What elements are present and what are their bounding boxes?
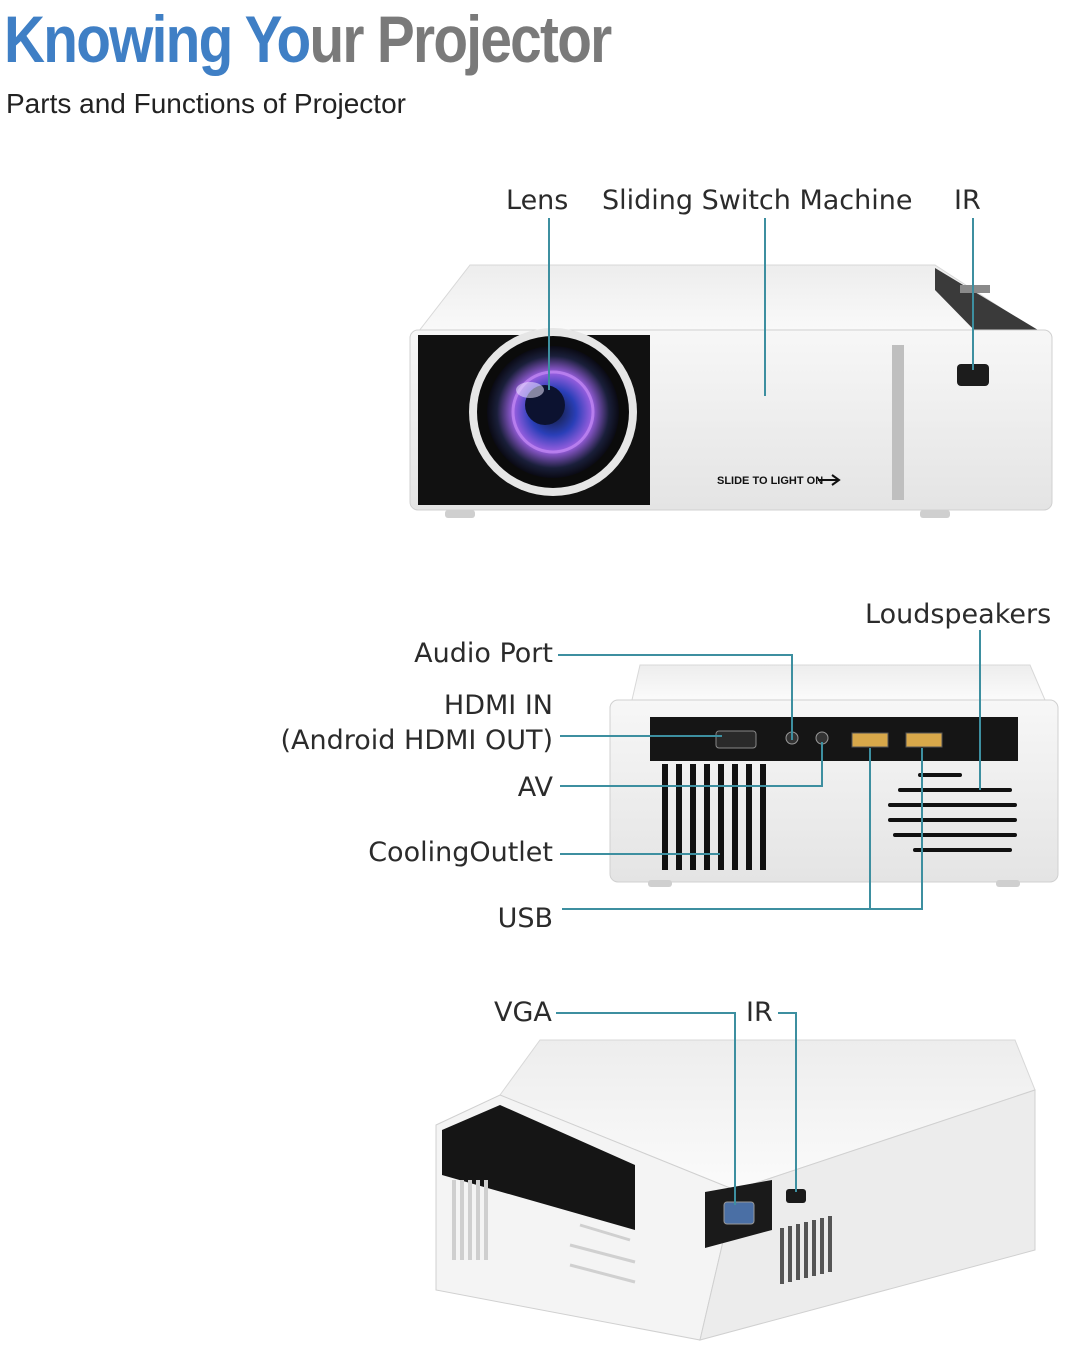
side-leader-lines — [556, 1012, 797, 1205]
page-title: Knowing Your Projector — [4, 0, 612, 78]
loudspeaker-grille-icon — [888, 773, 1017, 852]
usb-port-2-icon — [905, 732, 943, 748]
label-lens: Lens — [506, 185, 569, 216]
rear-leader-lines — [558, 630, 981, 910]
side-ir-sensor-icon — [786, 1189, 806, 1203]
label-hdmi-line1: HDMI IN — [443, 690, 553, 721]
vga-port-icon — [723, 1201, 755, 1225]
projector-front-view — [409, 264, 1053, 518]
title-part-gray: ur Projector — [309, 2, 612, 76]
side-speaker-grille-icon — [569, 1223, 636, 1284]
side-rear-vent-icon — [780, 1216, 832, 1284]
label-ir-front: IR — [954, 185, 981, 216]
projector-rear-view — [609, 664, 1059, 887]
label-loudspeakers: Loudspeakers — [865, 599, 1052, 630]
label-vga: VGA — [494, 997, 552, 1028]
side-cooling-vent-icon — [452, 1180, 488, 1260]
hdmi-port-icon — [715, 730, 757, 749]
label-hdmi-line2: (Android HDMI OUT) — [280, 725, 553, 756]
usb-port-1-icon — [851, 732, 889, 748]
front-leader-lines — [548, 218, 974, 396]
ir-sensor-icon — [957, 364, 989, 386]
sliding-switch — [892, 345, 904, 500]
control-panel-display — [960, 285, 990, 293]
slide-to-light-text: SLIDE TO LIGHT ON — [717, 475, 823, 487]
label-av: AV — [517, 772, 553, 803]
label-cooling-outlet: CoolingOutlet — [368, 837, 553, 868]
label-sliding-switch: Sliding Switch Machine — [602, 185, 913, 216]
cooling-vent-icon — [662, 764, 766, 870]
projector-side-view — [435, 1039, 1036, 1341]
label-usb: USB — [497, 903, 553, 934]
label-ir-side: IR — [746, 997, 773, 1028]
label-audio-port: Audio Port — [414, 638, 553, 669]
rear-port-panel — [650, 717, 1018, 761]
title-part-blue: Knowing Yo — [4, 2, 311, 76]
page-subtitle: Parts and Functions of Projector — [6, 88, 406, 119]
lens-icon — [469, 328, 637, 496]
